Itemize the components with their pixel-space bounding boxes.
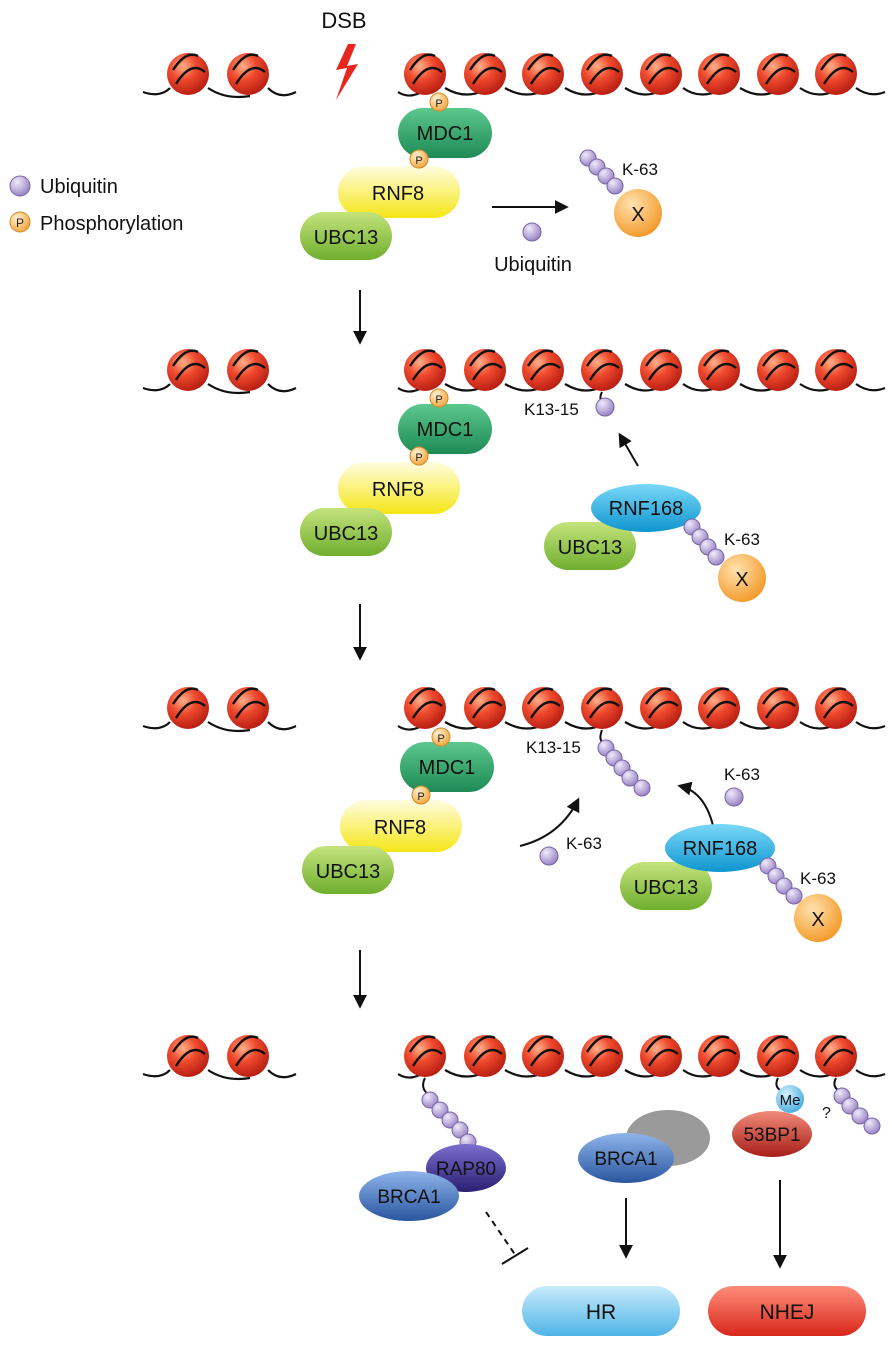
k63-ubiquitin-chain [759, 857, 803, 905]
k63-label: K-63 [724, 765, 760, 784]
legend: Ubiquitin P Phosphorylation [9, 175, 183, 235]
phospho-mark [409, 446, 429, 466]
phospho-label: P [437, 733, 444, 745]
substrate-x [614, 189, 662, 237]
ubc13-protein [302, 846, 394, 894]
mdc1-protein [400, 742, 494, 792]
phospho-label: P [415, 452, 422, 464]
mdc1-label: MDC1 [417, 123, 474, 145]
ubc13-protein [300, 508, 392, 556]
panel-2: MDC1 RNF8 UBC13 P P K13-15 UBC13 RNF168 … [142, 347, 886, 602]
hr-pathway [522, 1286, 680, 1336]
k63-ubiquitin-chain [833, 1087, 881, 1135]
ubc13-label: UBC13 [558, 537, 622, 559]
rnf168-label: RNF168 [683, 838, 757, 860]
ubc13-label: UBC13 [634, 877, 698, 899]
ubc13-protein [544, 522, 636, 570]
legend-ubiquitin-label: Ubiquitin [40, 176, 118, 198]
ubiquitin-icon [595, 397, 615, 417]
chromatin-fiber [142, 685, 886, 733]
me-label: Me [780, 1092, 801, 1109]
k63-ubiquitin-chain [579, 149, 624, 195]
reaction-arrow [677, 781, 715, 831]
phospho-label: P [415, 155, 422, 167]
rnf8-label: RNF8 [372, 183, 424, 205]
k1315-label: K13-15 [524, 400, 579, 419]
panel-4: RAP80 BRCA1 BRCA1 Me 53BP1 ? HR NHEJ [142, 1033, 886, 1336]
mdc1-label: MDC1 [417, 419, 474, 441]
dsb-label: DSB [321, 8, 366, 33]
53bp1-label: 53BP1 [743, 1125, 800, 1146]
ubiquitin-icon [539, 846, 559, 866]
ubc13-label: UBC13 [314, 523, 378, 545]
brca1-protein [359, 1171, 459, 1221]
phospho-label: P [435, 98, 442, 110]
x-label: X [631, 204, 644, 226]
ubc13-protein [300, 212, 392, 260]
legend-p-mark: P [16, 216, 24, 230]
phospho-mark [411, 785, 431, 805]
x-label: X [811, 909, 824, 931]
reaction-arrow [618, 432, 639, 467]
rnf8-protein [338, 166, 460, 218]
k63-ubiquitin-chain [597, 739, 651, 797]
phospho-mark [409, 149, 429, 169]
k63-label: K-63 [622, 160, 658, 179]
nhej-pathway [708, 1286, 866, 1336]
k63-ubiquitin-chain [683, 518, 725, 566]
rnf8-label: RNF8 [372, 479, 424, 501]
k63-label: K-63 [566, 834, 602, 853]
ubiquitin-icon [724, 787, 744, 807]
question-mark: ? [822, 1105, 831, 1122]
ubiquitin-icon [522, 222, 542, 242]
ubiquitin-label: Ubiquitin [494, 254, 572, 276]
methyl-mark [776, 1085, 804, 1113]
rnf8-protein [340, 800, 462, 852]
53bp1-protein [732, 1111, 812, 1157]
ubc13-protein [620, 862, 712, 910]
dsb-lightning-icon [336, 44, 358, 100]
legend-phosphorylation-label: Phosphorylation [40, 213, 183, 235]
phospho-mark [429, 388, 449, 408]
phospho-label: P [435, 394, 442, 406]
rnf8-protein [338, 462, 460, 514]
ubc13-label: UBC13 [316, 861, 380, 883]
substrate-x [718, 554, 766, 602]
ubc13-label: UBC13 [314, 227, 378, 249]
panel-3: MDC1 RNF8 UBC13 P P K13-15 K-63 K-63 UBC… [142, 685, 886, 942]
chromatin-fiber [142, 51, 886, 99]
rnf8-label: RNF8 [374, 817, 426, 839]
phospho-mark [429, 92, 449, 112]
k63-label: K-63 [800, 869, 836, 888]
brca1-protein [578, 1133, 674, 1183]
rnf168-protein [665, 824, 775, 872]
inhibition-bar [501, 1247, 529, 1265]
hr-label: HR [586, 1301, 616, 1324]
phospho-label: P [417, 791, 424, 803]
rap80-label: RAP80 [436, 1159, 496, 1180]
nhej-label: NHEJ [760, 1301, 815, 1324]
inhibition-line [485, 1211, 517, 1257]
brca1-label: BRCA1 [377, 1187, 440, 1208]
panel-1: DSB MDC1 RNF8 UBC13 P P Ubiquitin K-63 X [142, 8, 886, 276]
mdc1-label: MDC1 [419, 757, 476, 779]
x-label: X [735, 569, 748, 591]
reaction-arrow [519, 797, 580, 847]
k63-ubiquitin-chain [421, 1091, 477, 1151]
k1315-label: K13-15 [526, 738, 581, 757]
k63-label: K-63 [724, 530, 760, 549]
mdc1-protein [398, 404, 492, 454]
ubiquitin-legend-icon [9, 175, 31, 197]
brca1-label: BRCA1 [594, 1149, 657, 1170]
phospho-mark [431, 727, 451, 747]
rnf168-protein [591, 484, 701, 532]
mdc1-protein [398, 108, 492, 158]
chromatin-fiber [142, 1033, 886, 1081]
substrate-x [794, 894, 842, 942]
chromatin-fiber [142, 347, 886, 395]
phosphorylation-legend-icon [9, 211, 31, 233]
rnf168-label: RNF168 [609, 498, 683, 520]
